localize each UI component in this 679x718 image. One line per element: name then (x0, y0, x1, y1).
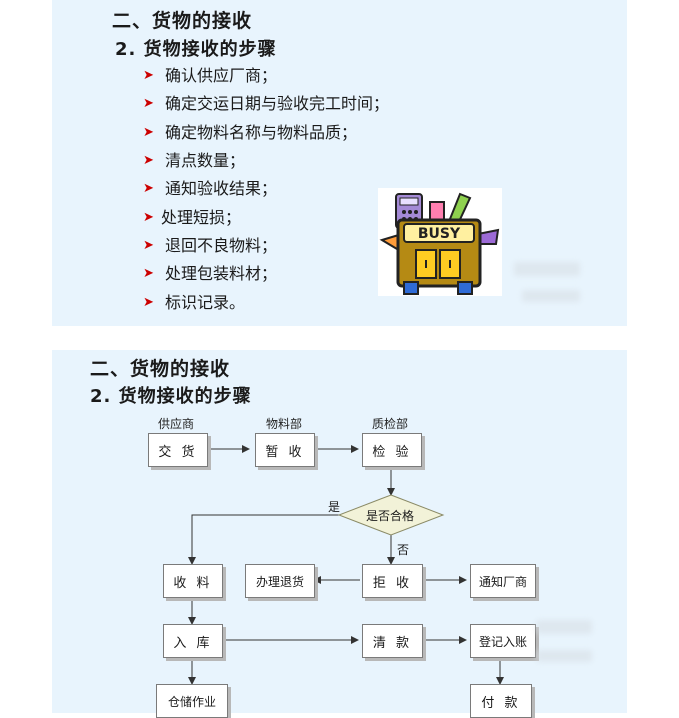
node-inspect: 检 验 (362, 433, 422, 467)
bullet-list: ➤确认供应厂商； ➤确定交运日期与验收完工时间； ➤确定物料名称与物料品质； ➤… (143, 62, 389, 317)
bullet-item: ➤处理包装料材； (143, 260, 389, 288)
node-register: 登记入账 (470, 624, 536, 658)
slide-1-subtitle: 2. 货物接收的步骤 (115, 39, 277, 60)
arrow-bullet-icon: ➤ (143, 96, 154, 112)
bullet-item: ➤确定物料名称与物料品质； (143, 119, 389, 147)
busy-text: BUSY (418, 226, 461, 242)
slide-2-title: 二、货物的接收 (90, 358, 231, 380)
arrow-bullet-icon: ➤ (143, 124, 154, 140)
decision-qualified: 是否合格 (366, 509, 415, 523)
arrow-bullet-icon: ➤ (143, 294, 154, 310)
arrow-bullet-icon: ➤ (143, 153, 154, 169)
arrow-bullet-icon: ➤ (143, 266, 154, 282)
watermark (536, 620, 592, 634)
bullet-item: ➤通知验收结果； (143, 175, 389, 203)
node-hold: 暂 收 (255, 433, 315, 467)
no-label: 否 (397, 543, 410, 557)
bullet-item: ➤清点数量； (143, 147, 389, 175)
watermark (522, 290, 580, 302)
bullet-item: ➤退回不良物料； (143, 232, 389, 260)
slide-2-subtitle: 2. 货物接收的步骤 (90, 386, 252, 407)
node-settle: 清 款 (362, 624, 423, 658)
bullet-item: ➤确定交运日期与验收完工时间； (143, 90, 389, 118)
column-label-supplier: 供应商 (158, 417, 195, 431)
decision-diamond (337, 494, 445, 536)
node-notify: 通知厂商 (470, 564, 536, 598)
column-label-qc-dept: 质检部 (372, 417, 409, 431)
column-label-materials-dept: 物料部 (266, 417, 303, 431)
slide-2: 二、货物的接收 2. 货物接收的步骤 供应商 物料部 质检部 是 否 是否合格 (52, 350, 627, 718)
watermark (514, 262, 580, 276)
node-storage: 仓储作业 (156, 684, 228, 718)
bullet-item: ➤确认供应厂商； (143, 62, 389, 90)
arrow-bullet-icon: ➤ (143, 68, 154, 84)
node-receive: 收 料 (163, 564, 223, 598)
yes-label: 是 (328, 500, 341, 514)
node-warehouse: 入 库 (163, 624, 223, 658)
node-deliver: 交 货 (148, 433, 208, 467)
arrow-bullet-icon: ➤ (143, 181, 154, 197)
bullet-item: ➤标识记录。 (143, 288, 389, 316)
bullet-item: ➤处理短损； (143, 203, 389, 231)
arrow-bullet-icon: ➤ (143, 237, 154, 253)
flowchart-connectors (188, 445, 504, 685)
arrow-bullet-icon: ➤ (143, 209, 154, 225)
node-return: 办理退货 (245, 564, 315, 598)
slide-1: 二、货物的接收 2. 货物接收的步骤 ➤确认供应厂商； ➤确定交运日期与验收完工… (52, 0, 627, 326)
node-reject: 拒 收 (362, 564, 423, 598)
slide-1-title: 二、货物的接收 (112, 10, 253, 32)
arrow-yes-to-receive (188, 514, 339, 565)
watermark (536, 650, 592, 662)
busy-clipart: BUSY (378, 188, 502, 296)
